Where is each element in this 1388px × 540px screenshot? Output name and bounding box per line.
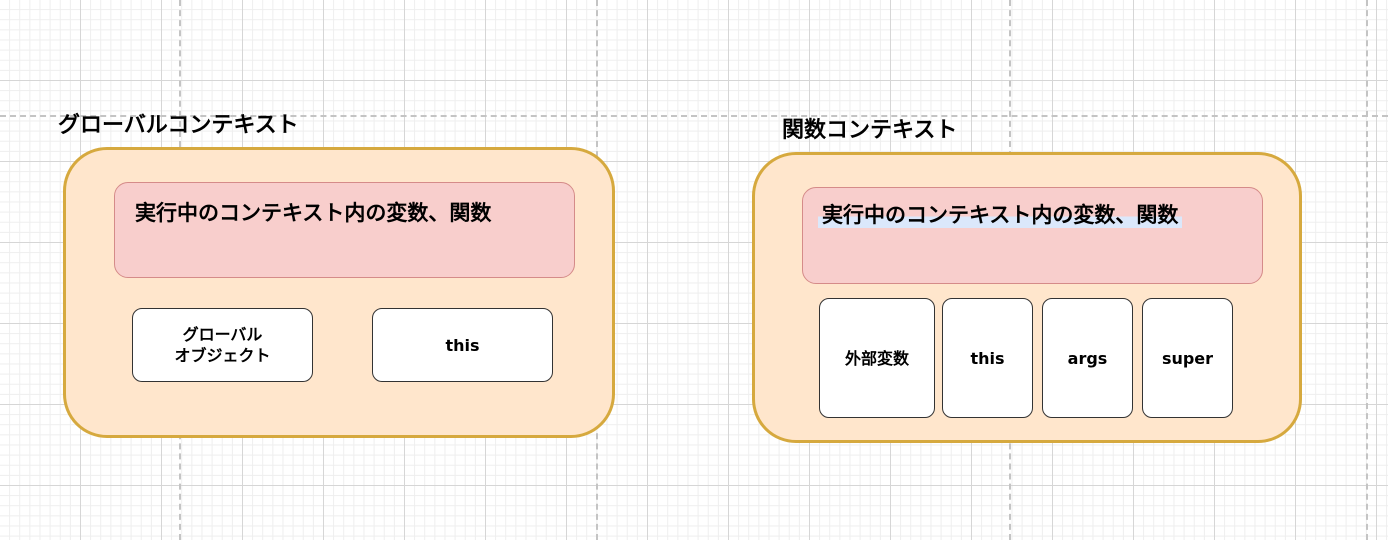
args-node[interactable]: args [1042, 298, 1133, 418]
global-object-node[interactable]: グローバル オブジェクト [132, 308, 313, 382]
page-break-horizontal [0, 115, 1388, 117]
function-this-node[interactable]: this [942, 298, 1033, 418]
global-context-title[interactable]: グローバルコンテキスト [58, 113, 299, 138]
function-context-vars-label: 実行中のコンテキスト内の変数、関数 [818, 202, 1183, 228]
global-context-vars-label: 実行中のコンテキスト内の変数、関数 [135, 201, 492, 225]
global-this-node[interactable]: this [372, 308, 553, 382]
super-node[interactable]: super [1142, 298, 1233, 418]
global-context-vars-box[interactable] [114, 182, 575, 278]
page-break-vertical [1366, 0, 1368, 540]
outer-variables-node[interactable]: 外部変数 [819, 298, 935, 418]
function-context-title[interactable]: 関数コンテキスト [782, 118, 958, 143]
